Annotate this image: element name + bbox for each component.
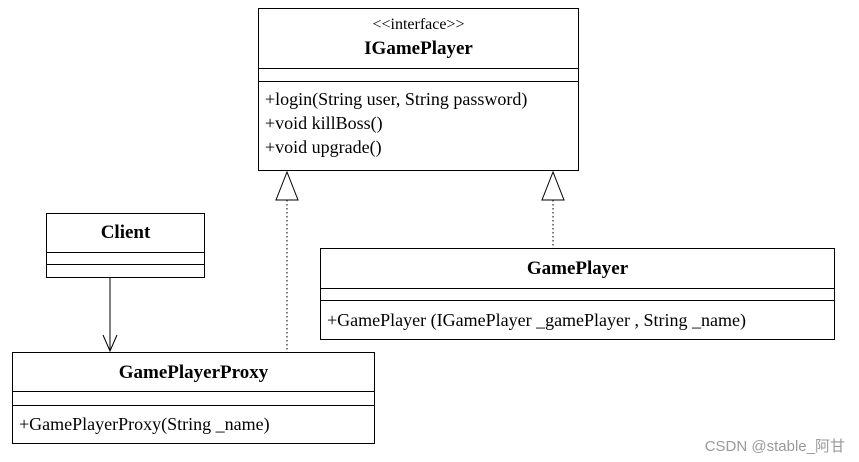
class-name-section: GamePlayer [321,249,834,288]
class-name-section: GamePlayerProxy [13,353,374,391]
class-box-igameplayer: <<interface>> IGamePlayer +login(String … [258,8,579,171]
method-kill-boss: +void killBoss() [265,113,383,133]
class-name: GamePlayer [526,258,629,279]
class-name: Client [100,222,151,243]
stereotype-label: <<interface>> [372,16,465,33]
watermark: CSDN @stable_阿甘 [704,438,845,455]
class-name-section: Client [47,214,204,252]
class-box-gameplayer: GamePlayer +GamePlayer (IGamePlayer _gam… [320,248,835,340]
open-arrowhead-icon [102,334,118,353]
association-client-to-proxy [102,278,118,353]
class-name: GamePlayerProxy [118,362,269,383]
methods-section [47,264,204,265]
attributes-section [13,391,374,405]
realization-proxy-to-interface [275,170,299,352]
method-constructor: +GamePlayer (IGamePlayer _gamePlayer , S… [327,310,747,330]
methods-section: +GamePlayerProxy(String _name) [13,405,374,436]
method-upgrade: +void upgrade() [265,137,382,157]
class-name: IGamePlayer [364,38,473,59]
attributes-section [47,252,204,264]
method-login: +login(String user, String password) [265,89,528,109]
methods-section: +login(String user, String password) +vo… [259,81,578,159]
hollow-triangle-arrowhead-icon [541,170,565,201]
methods-section: +GamePlayer (IGamePlayer _gamePlayer , S… [321,300,834,332]
class-name-section: <<interface>> IGamePlayer [259,9,578,68]
realization-gameplayer-to-interface [541,170,565,247]
class-box-client: Client [46,213,205,278]
attributes-section [321,288,834,300]
hollow-triangle-arrowhead-icon [275,170,299,201]
class-box-gameplayerproxy: GamePlayerProxy +GamePlayerProxy(String … [12,352,375,444]
method-constructor: +GamePlayerProxy(String _name) [19,414,270,434]
attributes-section [259,68,578,81]
